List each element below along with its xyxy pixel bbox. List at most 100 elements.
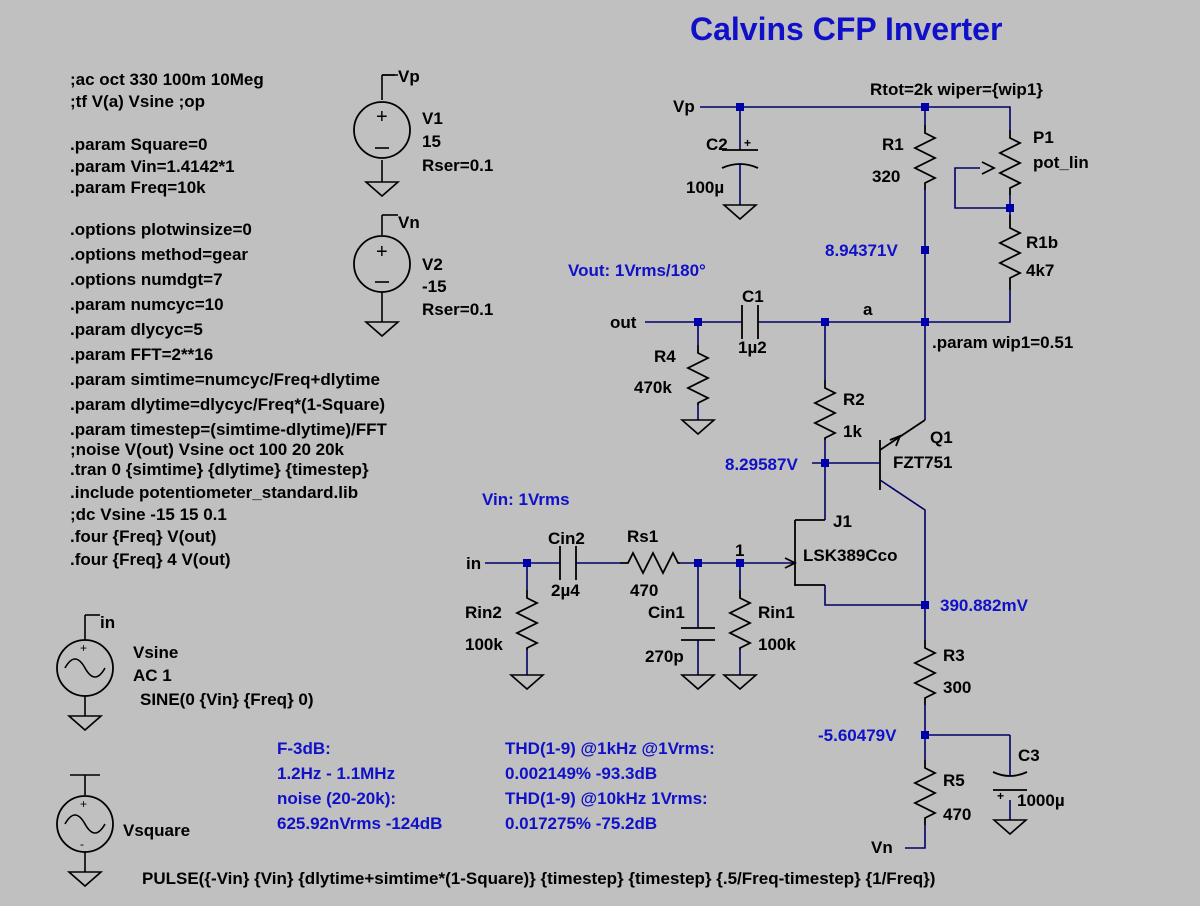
r4-value: 470k [634, 378, 672, 397]
v2-net-label: Vn [398, 213, 420, 232]
p1-value: pot_lin [1033, 153, 1089, 172]
v1-value: 15 [422, 132, 441, 151]
vsquare-pulse: PULSE({-Vin} {Vin} {dlytime+simtime*(1-S… [142, 869, 935, 888]
wiper-param: .param wip1=0.51 [932, 333, 1073, 352]
r5-resistor[interactable]: R5 470 [912, 760, 971, 825]
r1-resistor[interactable]: R1 320 [872, 125, 938, 190]
r1b-value: 4k7 [1026, 261, 1054, 280]
directive-line: ;dc Vsine -15 15 0.1 [70, 505, 227, 524]
vsine-voltage-source[interactable]: + in Vsine AC 1 SINE(0 {Vin} {Freq} 0) [56, 613, 314, 732]
cin2-name: Cin2 [548, 529, 585, 548]
r1-name: R1 [882, 135, 904, 154]
rin1-name: Rin1 [758, 603, 795, 622]
result-right-line: 0.017275% -75.2dB [505, 814, 657, 833]
cin1-name: Cin1 [648, 603, 685, 622]
probe-node-5.60: -5.60479V [818, 726, 897, 745]
p1-spec: Rtot=2k wiper={wip1} [870, 80, 1043, 99]
rs1-resistor[interactable]: Rs1 470 [620, 527, 680, 600]
r2-name: R2 [843, 390, 865, 409]
r1b-name: R1b [1026, 233, 1058, 252]
j1-name: J1 [833, 512, 852, 531]
directive-line: .param numcyc=10 [70, 295, 224, 314]
probe-node-8.29: 8.29587V [725, 455, 798, 474]
c2-value: 100µ [686, 178, 724, 197]
spice-directives: ;ac oct 330 100m 10Meg ;tf V(a) Vsine ;o… [70, 70, 388, 569]
rs1-name: Rs1 [627, 527, 658, 546]
result-left-line: noise (20-20k): [277, 789, 396, 808]
c3-value: 1000µ [1017, 791, 1065, 810]
net-1: 1 [735, 541, 744, 560]
v2-rser: Rser=0.1 [422, 300, 493, 319]
r4-name: R4 [654, 347, 676, 366]
directive-line: .param timestep=(simtime-dlytime)/FFT [70, 420, 388, 439]
c3-capacitor[interactable]: + C3 1000µ [991, 746, 1065, 836]
q1-transistor[interactable]: Q1 FZT751 [879, 419, 953, 490]
result-left-line: 1.2Hz - 1.1MHz [277, 764, 395, 783]
directive-line: .options method=gear [70, 245, 248, 264]
result-right-line: THD(1-9) @10kHz 1Vrms: [505, 789, 708, 808]
c3-name: C3 [1018, 746, 1040, 765]
c1-value: 1µ2 [738, 338, 767, 357]
rin1-resistor[interactable]: Rin1 100k [721, 590, 796, 691]
vsine-name: Vsine [133, 643, 178, 662]
rin1-value: 100k [758, 635, 796, 654]
c2-plus: + [744, 136, 751, 150]
j1-value: LSK389Cco [803, 546, 897, 565]
v1-net-label: Vp [398, 67, 420, 86]
result-left-line: 625.92nVrms -124dB [277, 814, 442, 833]
probe-vout: Vout: 1Vrms/180° [568, 261, 706, 280]
directive-line: .param dlycyc=5 [70, 320, 203, 339]
r3-value: 300 [943, 678, 971, 697]
directive-line: .param FFT=2**16 [70, 345, 213, 364]
r4-resistor[interactable]: R4 470k [634, 345, 717, 436]
c2-capacitor[interactable]: + C2 100µ [686, 135, 759, 221]
rs1-value: 470 [630, 581, 658, 600]
cin2-value: 2µ4 [551, 581, 580, 600]
r5-name: R5 [943, 771, 965, 790]
v1-rser: Rser=0.1 [422, 156, 493, 175]
v1-voltage-source[interactable]: + Vp V1 15 Rser=0.1 [353, 67, 493, 198]
directive-line: .param Vin=1.4142*1 [70, 157, 235, 176]
result-right-line: THD(1-9) @1kHz @1Vrms: [505, 739, 715, 758]
directive-line: .four {Freq} V(out) [70, 527, 216, 546]
r2-value: 1k [843, 422, 862, 441]
rin2-name: Rin2 [465, 603, 502, 622]
directive-line: ;noise V(out) Vsine oct 100 20 20k [70, 440, 345, 459]
directive-line: .param Freq=10k [70, 178, 206, 197]
r1b-resistor[interactable]: R1b 4k7 [997, 215, 1058, 290]
r3-name: R3 [943, 646, 965, 665]
net-a: a [863, 300, 873, 319]
cin1-capacitor[interactable]: Cin1 270p [645, 603, 717, 691]
vsquare-voltage-source[interactable]: + - Vsquare PULSE({-Vin} {Vin} {dlytime+… [56, 774, 935, 888]
directive-line: ;ac oct 330 100m 10Meg [70, 70, 264, 89]
v2-voltage-source[interactable]: + Vn V2 -15 Rser=0.1 [353, 213, 493, 338]
vsine-net-label: in [100, 613, 115, 632]
svg-text:-: - [80, 837, 84, 851]
cin1-value: 270p [645, 647, 684, 666]
svg-text:+: + [80, 641, 87, 655]
vsine-sine: SINE(0 {Vin} {Freq} 0) [140, 690, 314, 709]
rin2-resistor[interactable]: Rin2 100k [465, 590, 546, 691]
r1-value: 320 [872, 167, 900, 186]
net-vn: Vn [871, 838, 893, 857]
probe-node-390: 390.882mV [940, 596, 1029, 615]
c1-name: C1 [742, 287, 764, 306]
directive-line: .options numdgt=7 [70, 270, 223, 289]
directive-line: .param Square=0 [70, 135, 208, 154]
r3-resistor[interactable]: R3 300 [912, 640, 971, 705]
c1-capacitor[interactable]: C1 1µ2 [738, 287, 767, 357]
p1-potentiometer[interactable]: Rtot=2k wiper={wip1} P1 pot_lin [870, 80, 1089, 195]
p1-name: P1 [1033, 128, 1054, 147]
cin2-capacitor[interactable]: Cin2 2µ4 [548, 529, 585, 600]
q1-name: Q1 [930, 428, 953, 447]
net-labels: Vp out a in 1 Vn [466, 97, 893, 857]
v1-name: V1 [422, 109, 443, 128]
net-in: in [466, 554, 481, 573]
c2-name: C2 [706, 135, 728, 154]
j1-jfet[interactable]: J1 LSK389Cco [784, 512, 897, 586]
r2-resistor[interactable]: R2 1k [812, 380, 865, 441]
directive-line: .include potentiometer_standard.lib [70, 483, 358, 502]
net-vp: Vp [673, 97, 695, 116]
